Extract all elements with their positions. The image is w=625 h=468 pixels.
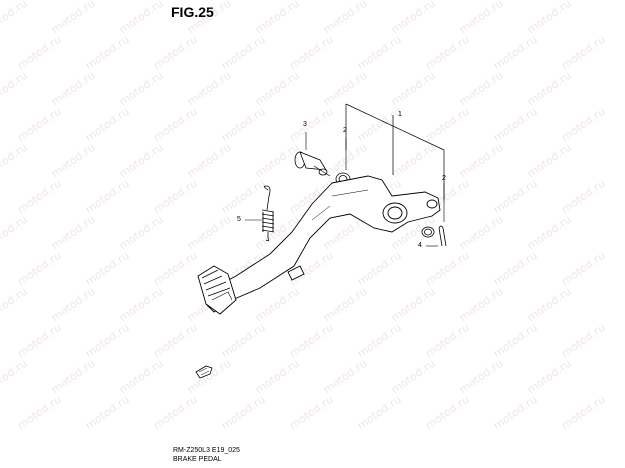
brake-pedal-arm [205, 175, 441, 313]
pedal-step [197, 265, 237, 315]
callout-part-1: 1 [398, 111, 402, 118]
callout-part-4: 4 [418, 242, 422, 249]
callout-part-2-lower: 2 [442, 175, 446, 182]
callout-part-3: 3 [303, 121, 307, 128]
diagram-code: RM-Z250L3 E19_025 [173, 447, 240, 454]
cotter-pin [426, 225, 447, 247]
figure-title: FIG.25 [171, 4, 214, 20]
washer-upper [335, 138, 351, 186]
washer-lower [421, 183, 445, 238]
callout-part-2-upper: 2 [343, 127, 347, 134]
front-arrow-icon [195, 365, 213, 379]
pivot-bolt [294, 132, 331, 177]
diagram-name: BRAKE PEDAL [173, 456, 222, 463]
callout-part-5: 5 [237, 216, 241, 223]
return-spring [245, 185, 275, 242]
